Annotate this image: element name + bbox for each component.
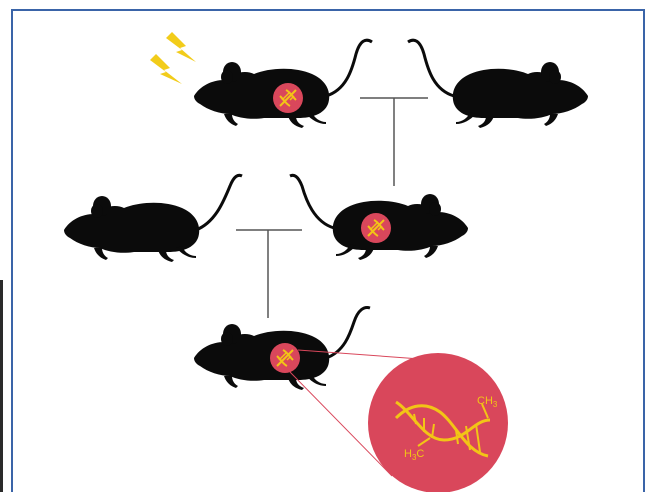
lineage-connector-gen1 — [360, 98, 428, 186]
lightning-icon — [150, 32, 196, 84]
marker-circle-parent — [273, 83, 303, 113]
mouse-parent-control — [408, 40, 588, 128]
magnified-dna-circle: CH3 H3C — [368, 353, 508, 492]
mouse-mate-control — [64, 175, 242, 262]
marker-circle-f1 — [361, 213, 391, 243]
marker-circle-f2 — [270, 343, 300, 373]
lineage-connector-gen2 — [236, 230, 302, 318]
